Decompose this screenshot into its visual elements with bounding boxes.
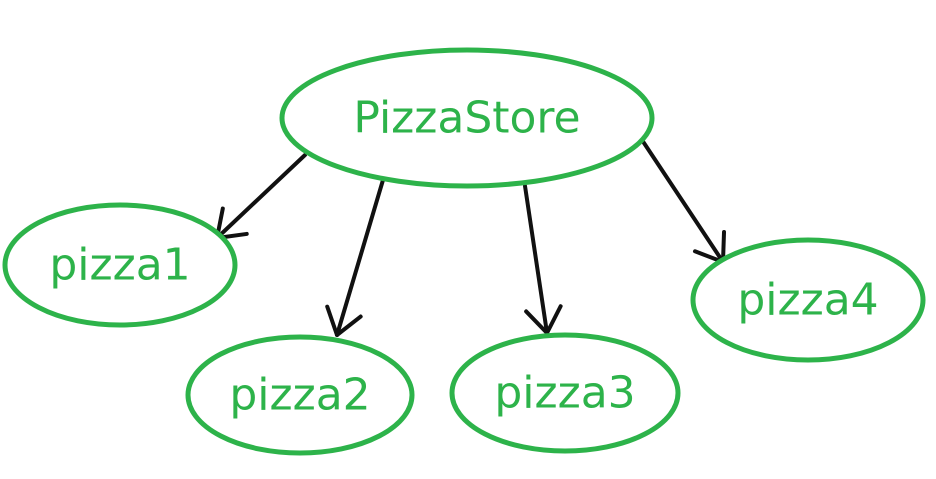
- edge-pizzastore-to-pizza4: [640, 138, 727, 264]
- node-ellipse: [690, 237, 926, 363]
- node-pizza3: pizza3: [449, 332, 681, 454]
- edge-line: [215, 153, 307, 240]
- edge-pizzastore-to-pizza2: [325, 178, 385, 337]
- edge-line: [523, 184, 549, 335]
- edge-line: [335, 178, 385, 337]
- node-ellipse: [185, 334, 415, 456]
- edge-pizzastore-to-pizza1: [215, 153, 307, 240]
- arrowhead-icon: [524, 304, 563, 335]
- node-pizza1: pizza1: [2, 202, 238, 328]
- arrowhead-icon: [325, 304, 363, 337]
- edges-layer: [215, 138, 727, 337]
- node-label: pizza2: [229, 370, 370, 421]
- node-label: pizza1: [49, 240, 190, 291]
- node-ellipse: [449, 332, 681, 454]
- edge-line: [640, 138, 725, 264]
- edge-pizzastore-to-pizza3: [523, 184, 563, 335]
- node-pizzastore: PizzaStore: [279, 47, 655, 189]
- nodes-layer: PizzaStore pizza1 pizza2 pizza3 pizza4: [2, 47, 926, 456]
- node-pizza4: pizza4: [690, 237, 926, 363]
- node-label: pizza4: [737, 275, 878, 326]
- node-ellipse: [279, 47, 655, 189]
- node-pizza2: pizza2: [185, 334, 415, 456]
- node-ellipse: [2, 202, 238, 328]
- node-label: PizzaStore: [353, 93, 580, 144]
- node-label: pizza3: [494, 368, 635, 419]
